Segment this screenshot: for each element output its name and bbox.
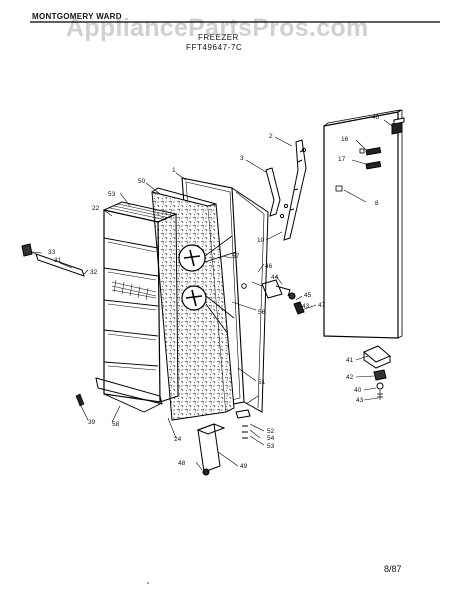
part-label: 51 [258,379,266,386]
part-label: 53 [108,191,116,198]
screw [75,393,85,407]
stray-mark [147,582,149,584]
part-label: 2 [269,133,273,140]
part-label: 22 [92,205,100,212]
door-trim-strip [21,243,85,277]
model-number: FFT49647-7C [186,43,243,52]
part-label: 52 [267,428,275,435]
part-label: 24 [174,436,182,443]
part-label: 33 [48,249,56,256]
part-label: 32 [90,269,98,276]
part-label: 50 [138,178,146,185]
revision-date: 8/87 [384,564,402,574]
part-label: 31 [54,257,62,264]
switch-assembly [251,279,305,315]
lower-hinge [363,345,391,400]
part-label: 3 [240,155,244,162]
appliance-type: FREEZER [198,33,239,42]
brand-name: MONTGOMERY WARD [32,12,122,21]
part-label: 58 [112,421,120,428]
hinge-detail-circles [178,235,237,335]
part-label: 45 [304,292,312,299]
bottom-bracket [196,409,251,476]
part-label: 49 [240,463,248,470]
part-label: 56 [258,309,266,316]
part-label: 46 [265,263,273,270]
door-handle-bracket [265,139,307,241]
part-label: 47 [318,302,326,309]
part-label: 8 [375,200,379,207]
top-hinge-pin [391,117,405,135]
part-label: 44 [271,274,279,281]
part-label: 41 [346,357,354,364]
part-label: 53 [267,443,275,450]
outer-door-panel [323,109,403,339]
part-label: 57 [232,253,240,260]
part-label: 42 [346,374,354,381]
watermark: AppliancePartsPros.com [66,14,369,42]
leader-lines [31,119,393,471]
part-label: 39 [88,419,96,426]
part-label: 16 [341,136,349,143]
part-label: 40 [354,387,362,394]
part-label: 48 [178,460,186,467]
part-label: 54 [267,435,275,442]
part-label: 17 [338,156,346,163]
part-label: 10 [257,237,265,244]
part-label: 1 [172,167,176,174]
door-shelf-assembly [95,201,179,413]
part-label: 43 [356,397,364,404]
part-label: 43 [302,303,310,310]
part-label: 40 [372,114,380,121]
door-gasket-frame [181,177,269,413]
